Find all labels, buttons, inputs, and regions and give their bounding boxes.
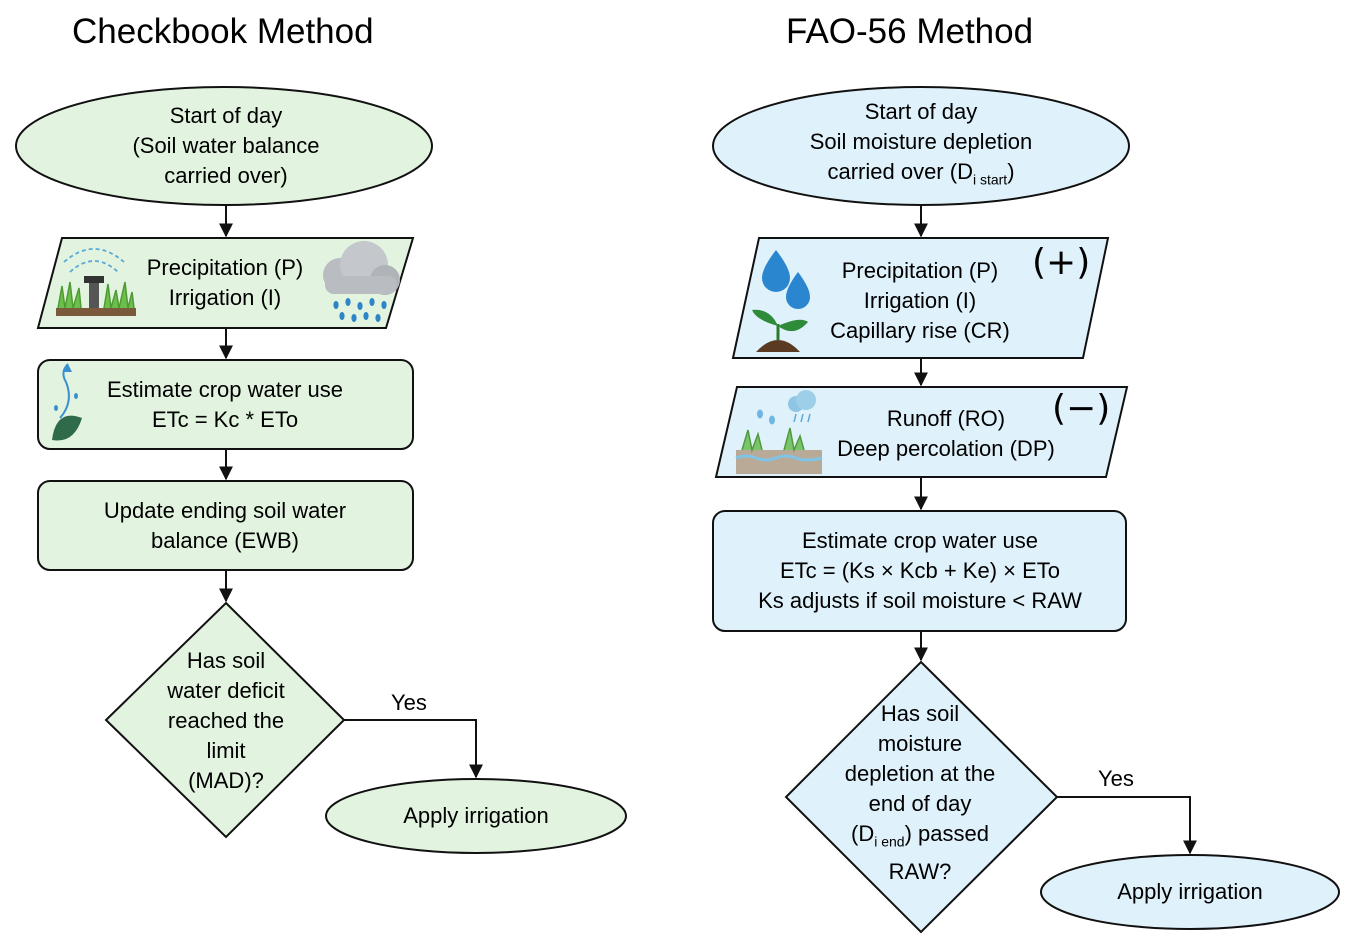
- water-drops-icon: [762, 250, 810, 309]
- left-start-line: (Soil water balance: [132, 133, 320, 158]
- right-inputs-sign: (+): [1032, 242, 1091, 283]
- left-start-label: Start of day (Soil water balance carried…: [26, 96, 426, 196]
- right-inputs-line: Precipitation (P): [841, 258, 999, 283]
- leaf-transpiration-icon: [52, 363, 82, 441]
- left-inputs-label: Precipitation (P) Irrigation (I): [125, 248, 325, 318]
- left-start-line: carried over): [164, 163, 288, 188]
- sprinkler-icon: [56, 248, 136, 316]
- right-inputs-line: Capillary rise (CR): [830, 318, 1010, 343]
- left-inputs-line: Irrigation (I): [168, 285, 282, 310]
- left-arrow-yes-apply: [344, 719, 483, 779]
- right-losses-line: Deep percolation (DP): [837, 436, 1055, 461]
- right-arrow-yes-apply: [1057, 796, 1197, 855]
- right-decision-line: (Di end) passed: [851, 821, 989, 850]
- subscript: i end: [874, 833, 905, 850]
- right-decision-line: Has soil: [880, 701, 960, 727]
- right-decision-line: depletion at the: [844, 761, 996, 787]
- subscript: i start: [972, 171, 1008, 188]
- left-update-line: Update ending soil water: [103, 498, 347, 523]
- left-decision-line: water deficit: [167, 677, 285, 703]
- right-estimate-box: [712, 510, 1127, 632]
- right-apply-oval: [1040, 854, 1340, 930]
- right-start-line: carried over (Di start): [827, 159, 1015, 188]
- left-apply-label: Apply irrigation: [403, 803, 549, 828]
- right-title: FAO-56 Method: [786, 12, 1034, 51]
- left-apply-oval: [325, 778, 627, 854]
- left-update-label: Update ending soil water balance (EWB): [40, 491, 410, 561]
- left-decision-line: (MAD)?: [188, 767, 264, 793]
- left-estimate-line: Estimate crop water use: [107, 377, 343, 402]
- right-decision-line: end of day: [868, 791, 972, 817]
- right-yes-label: Yes: [1098, 766, 1134, 791]
- rain-cloud-icon: [323, 241, 400, 322]
- right-start-line: Start of day: [864, 99, 978, 125]
- left-update-line: balance (EWB): [151, 528, 299, 553]
- right-losses-line: Runoff (RO): [886, 406, 1006, 431]
- right-estimate-line: Ks adjusts if soil moisture < RAW: [758, 588, 1082, 613]
- right-inputs-label: Precipitation (P) Irrigation (I) Capilla…: [810, 253, 1030, 349]
- right-losses-label: Runoff (RO) Deep percolation (DP): [818, 402, 1074, 466]
- right-decision-label: Has soil moisture depletion at the end o…: [820, 700, 1020, 886]
- left-estimate-line: ETc = Kc * ETo: [151, 407, 299, 432]
- left-decision-line: limit: [206, 737, 246, 763]
- left-decision-label: Has soil water deficit reached the limit…: [136, 643, 316, 798]
- right-estimate-line: Estimate crop water use: [802, 528, 1038, 553]
- right-start-label: Start of day Soil moisture depletion car…: [721, 96, 1121, 196]
- left-decision-line: Has soil: [186, 647, 266, 673]
- left-start-oval: [15, 86, 433, 206]
- right-decision-line: moisture: [877, 731, 963, 757]
- left-decision-line: reached the: [167, 707, 285, 733]
- left-inputs-line: Precipitation (P): [146, 255, 304, 280]
- left-yes-label: Yes: [391, 690, 427, 715]
- seedling-icon: [752, 309, 808, 352]
- right-decision-line: RAW?: [888, 858, 952, 884]
- right-inputs-line: Irrigation (I): [863, 288, 977, 313]
- left-title: Checkbook Method: [72, 12, 374, 51]
- right-inputs-parallelogram: [731, 237, 1110, 359]
- soil-percolation-icon: [735, 390, 823, 474]
- left-decision-diamond: [104, 601, 346, 839]
- right-decision-diamond: [784, 660, 1059, 934]
- right-start-line: Soil moisture depletion: [809, 129, 1033, 155]
- right-estimate-line: ETc = (Ks × Kcb + Ke) × ETo: [779, 558, 1061, 583]
- left-estimate-label: Estimate crop water use ETc = Kc * ETo: [80, 370, 370, 440]
- right-estimate-label: Estimate crop water use ETc = (Ks × Kcb …: [716, 522, 1124, 620]
- left-start-line: Start of day: [169, 103, 283, 128]
- right-losses-sign: (−): [1052, 388, 1111, 429]
- right-apply-label: Apply irrigation: [1117, 879, 1263, 904]
